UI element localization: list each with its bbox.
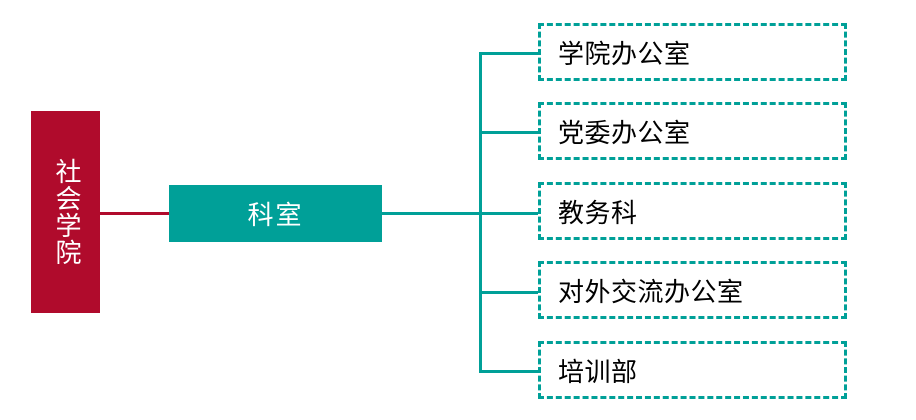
connector-vertical-trunk (479, 52, 482, 371)
leaf-node-label: 党委办公室 (558, 118, 691, 149)
branch-node-departments[interactable]: 科室 (169, 185, 382, 242)
connector-branch-1 (479, 52, 538, 55)
leaf-node-label: 学院办公室 (558, 39, 691, 70)
connector-branch-2 (479, 131, 538, 134)
leaf-node-2[interactable]: 党委办公室 (538, 102, 847, 160)
leaf-node-1[interactable]: 学院办公室 (538, 23, 847, 81)
connector-branch-3 (479, 212, 538, 215)
root-node-college[interactable]: 社会学院 (31, 111, 100, 313)
connector-root-to-branch (100, 212, 169, 215)
connector-branch-stem (382, 212, 482, 215)
root-node-label: 社会学院 (50, 158, 81, 266)
connector-branch-5 (479, 370, 538, 373)
leaf-node-label: 对外交流办公室 (558, 277, 744, 308)
leaf-node-label: 教务科 (558, 198, 638, 229)
leaf-node-5[interactable]: 培训部 (538, 341, 847, 399)
connector-branch-4 (479, 291, 538, 294)
leaf-node-label: 培训部 (558, 357, 638, 388)
branch-node-label: 科室 (247, 201, 304, 231)
leaf-node-4[interactable]: 对外交流办公室 (538, 261, 847, 319)
leaf-node-3[interactable]: 教务科 (538, 182, 847, 240)
